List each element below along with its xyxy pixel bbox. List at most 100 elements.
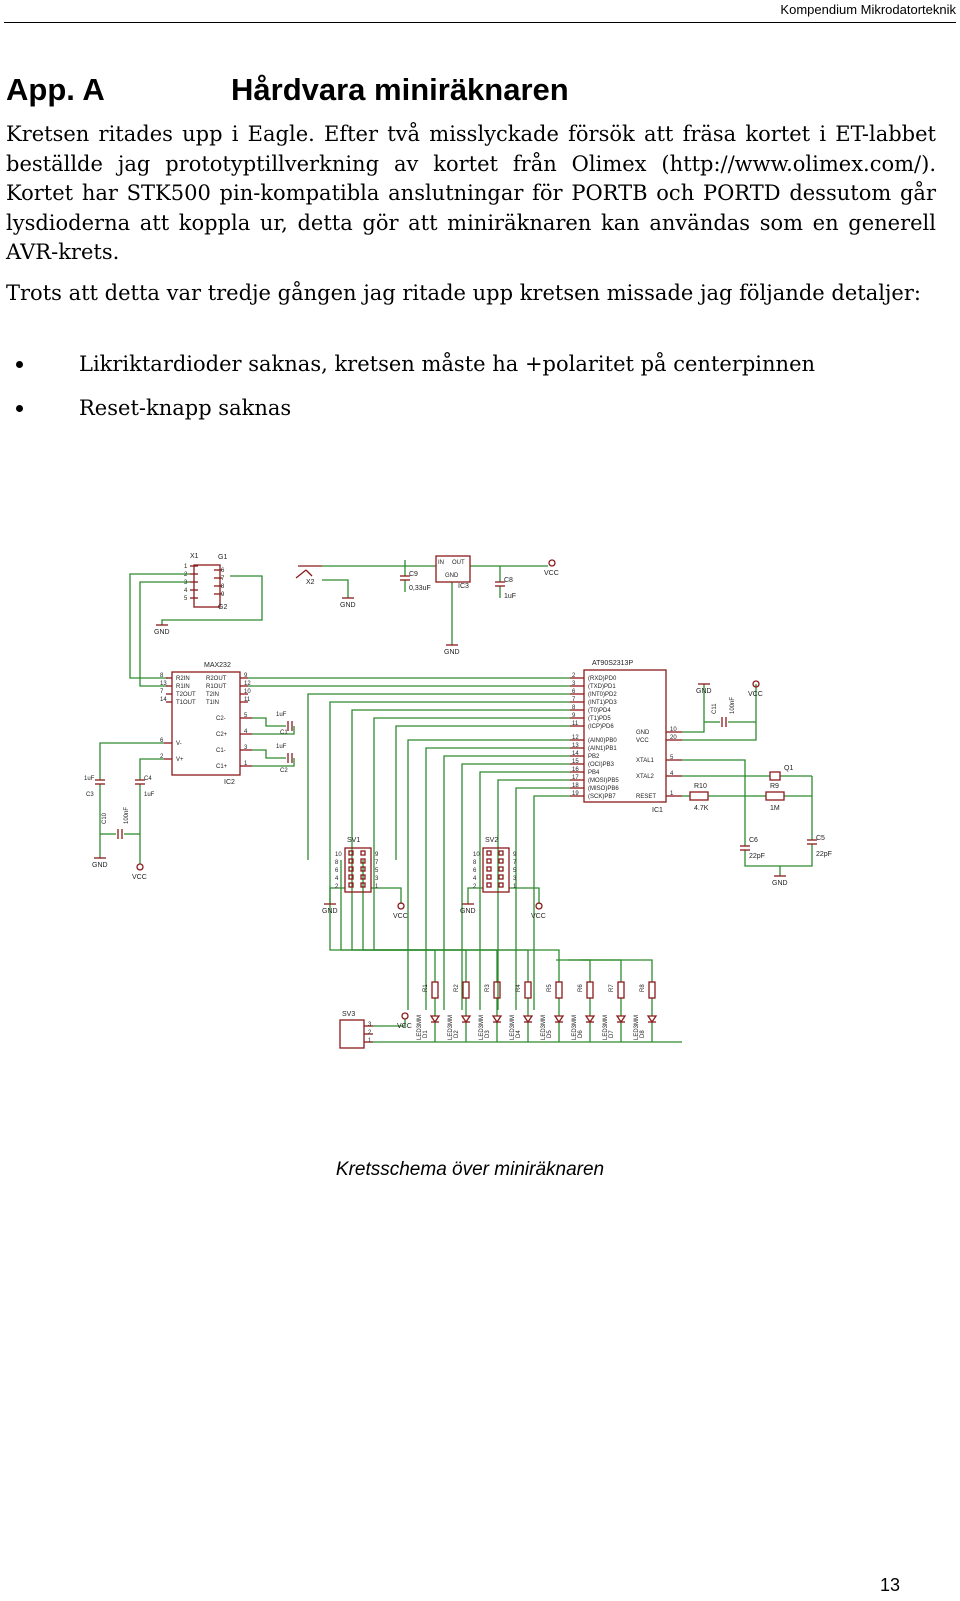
max232-pin-name: C2-	[216, 716, 226, 722]
appendix-title: Hårdvara miniräknaren	[231, 72, 569, 107]
sv-pin	[498, 882, 504, 888]
max232-pin-name: T2IN	[206, 692, 219, 698]
led-type-label: LED3MM	[448, 1015, 454, 1040]
header-rule	[4, 22, 956, 23]
sv-pin	[348, 866, 354, 872]
sv-pin-number: 7	[513, 860, 517, 866]
resistor-label: R2	[454, 984, 460, 992]
sv3-pin-number: 1	[368, 1038, 372, 1044]
max232-pin-number: 3	[244, 745, 248, 751]
x1-pin-label: 9	[221, 592, 225, 598]
avr-pin-number: 6	[572, 689, 576, 695]
c1-label: C1	[280, 730, 288, 736]
led-type-label: LED3MM	[417, 1015, 423, 1040]
c6-value: 22pF	[749, 853, 765, 860]
sv2-label: SV2	[485, 837, 498, 844]
x1-pin-label: 3	[184, 580, 188, 586]
avr-pin-number: 13	[572, 743, 579, 749]
max232-pin-number: 10	[244, 689, 251, 695]
max232-pin-number: 13	[160, 681, 167, 687]
avr-pin-name: (AIN0)PB0	[588, 738, 617, 744]
x1-pin-label: 2	[184, 572, 188, 578]
max232-pin-name: R1OUT	[206, 684, 227, 690]
max232-pin-name: C1-	[216, 748, 226, 754]
c8-value: 1uF	[504, 593, 516, 600]
wire	[373, 1019, 406, 1027]
avr-pin-number: 16	[572, 767, 579, 773]
max232-pin-number: 11	[244, 697, 251, 703]
wire	[515, 787, 570, 1010]
sv-pin	[498, 866, 504, 872]
sv-pin-number: 6	[473, 868, 477, 874]
avr-pin-name: (RXD)PD0	[588, 676, 617, 682]
x2-jack	[305, 569, 313, 577]
sv-pin	[498, 874, 504, 880]
wire	[556, 959, 653, 975]
avr-pin-number: 14	[572, 751, 579, 757]
led-type-label: LED3MM	[634, 1015, 640, 1040]
sv-pin-number: 7	[375, 860, 379, 866]
vcc-symbol	[535, 902, 543, 910]
led-label: D4	[516, 1030, 522, 1038]
q1-label: Q1	[784, 765, 793, 772]
sv-pin	[498, 858, 504, 864]
sv-pin-number: 4	[473, 876, 477, 882]
led-diode	[646, 1015, 658, 1024]
r9-value: 1M	[770, 805, 780, 812]
sv-pin	[348, 882, 354, 888]
avr-pin-name: (ICP)PD6	[588, 724, 614, 730]
sv-pin	[486, 882, 492, 888]
gnd-label: GND	[92, 862, 108, 869]
wire	[461, 763, 570, 1010]
wire	[139, 581, 190, 687]
schematic-parts	[94, 555, 817, 1049]
resistor-label: R1	[423, 984, 429, 992]
max232-pin-number: 12	[244, 681, 251, 687]
avr-pin-name: (TXD)PD1	[588, 684, 616, 690]
x1-label: X1	[190, 553, 199, 560]
wire	[129, 573, 190, 679]
max232-label: MAX232	[204, 662, 231, 669]
led-resistor	[524, 981, 532, 999]
sv3-pin-number: 3	[368, 1022, 372, 1028]
wire	[351, 709, 570, 860]
sv1-label: SV1	[347, 837, 360, 844]
max232-pin-name: R1IN	[176, 684, 190, 690]
x1-pin-label: 4	[184, 588, 188, 594]
r10-label: R10	[694, 783, 707, 790]
wire	[407, 739, 570, 1010]
gnd-label: GND	[444, 649, 460, 656]
wire	[682, 759, 746, 840]
issue-list: Likriktardioder saknas, kretsen måste ha…	[6, 350, 936, 438]
avr-pin-name: (MISO)PB6	[588, 786, 619, 792]
at90-label: AT90S2313P	[592, 660, 633, 667]
sv3-label: SV3	[342, 1011, 355, 1018]
ic3-out-label: OUT	[452, 560, 465, 566]
vcc-symbol	[548, 559, 556, 567]
wire	[322, 579, 349, 598]
avr-pin-number: 18	[572, 783, 579, 789]
ic1-label: IC1	[652, 807, 663, 814]
sv-pin-number: 1	[513, 884, 517, 890]
max232-pin-number: 4	[244, 729, 248, 735]
sv-pin	[360, 866, 366, 872]
wire	[252, 758, 295, 767]
c9-label: C9	[409, 571, 418, 578]
wire	[161, 575, 263, 625]
avr-pin-name: (INT0)PD2	[588, 692, 617, 698]
max232-pin-number: 6	[160, 738, 164, 744]
led-type-label: LED3MM	[603, 1015, 609, 1040]
gnd-label: GND	[696, 688, 712, 695]
sv3-pin-number: 2	[368, 1030, 372, 1036]
resistor-label: R5	[547, 984, 553, 992]
c11-label: C11	[712, 703, 718, 714]
wire	[682, 684, 705, 733]
r10-value: 4.7K	[694, 805, 709, 812]
list-item: Likriktardioder saknas, kretsen måste ha…	[6, 350, 936, 379]
avr-pin-number: 15	[572, 759, 579, 765]
led-type-label: LED3MM	[510, 1015, 516, 1040]
wire	[467, 887, 483, 904]
sv2-header	[482, 847, 510, 893]
avr-pin-name: (INT1)PD3	[588, 700, 617, 706]
